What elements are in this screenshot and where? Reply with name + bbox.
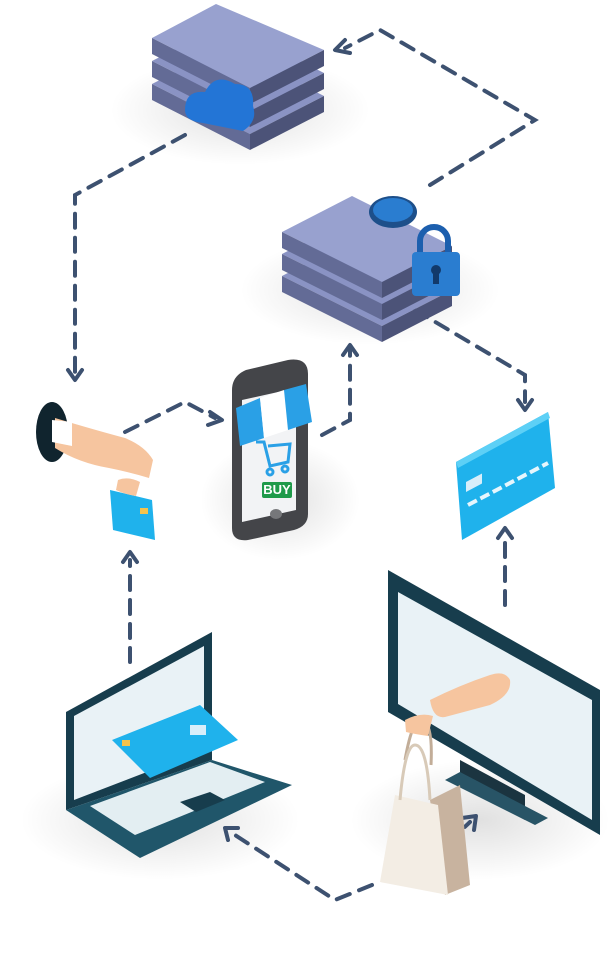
keyboard (90, 762, 265, 835)
secure-server (282, 196, 460, 342)
flow-line-secure-to-card (413, 308, 527, 404)
shopping-bag-icon (380, 714, 470, 895)
credit-card (456, 412, 555, 540)
padlock-icon (412, 224, 460, 296)
flow-line-cloud-to-hand (73, 133, 187, 377)
flow-line-bag-to-laptop (233, 833, 374, 903)
cloud-icon (185, 79, 255, 131)
hand (430, 673, 511, 718)
credit-card-icon (112, 705, 238, 778)
hand-paying-with-card (36, 402, 155, 540)
flow-line-secure-to-cloud (343, 27, 539, 187)
shopping-cart-icon (256, 440, 292, 477)
shop-awning-icon (236, 384, 312, 446)
touchpad (180, 792, 225, 812)
flow-line-phone-to-secure (320, 348, 352, 437)
buy-label: BUY (263, 482, 291, 497)
home-button (270, 509, 282, 519)
credit-card-icon (110, 490, 155, 540)
laptop (66, 632, 292, 858)
smartphone[interactable]: BUY (232, 359, 312, 541)
desktop-monitor (388, 570, 600, 835)
cloud-server (152, 4, 324, 150)
buy-button[interactable] (262, 482, 292, 498)
flow-line-hand-to-phone (123, 399, 217, 434)
